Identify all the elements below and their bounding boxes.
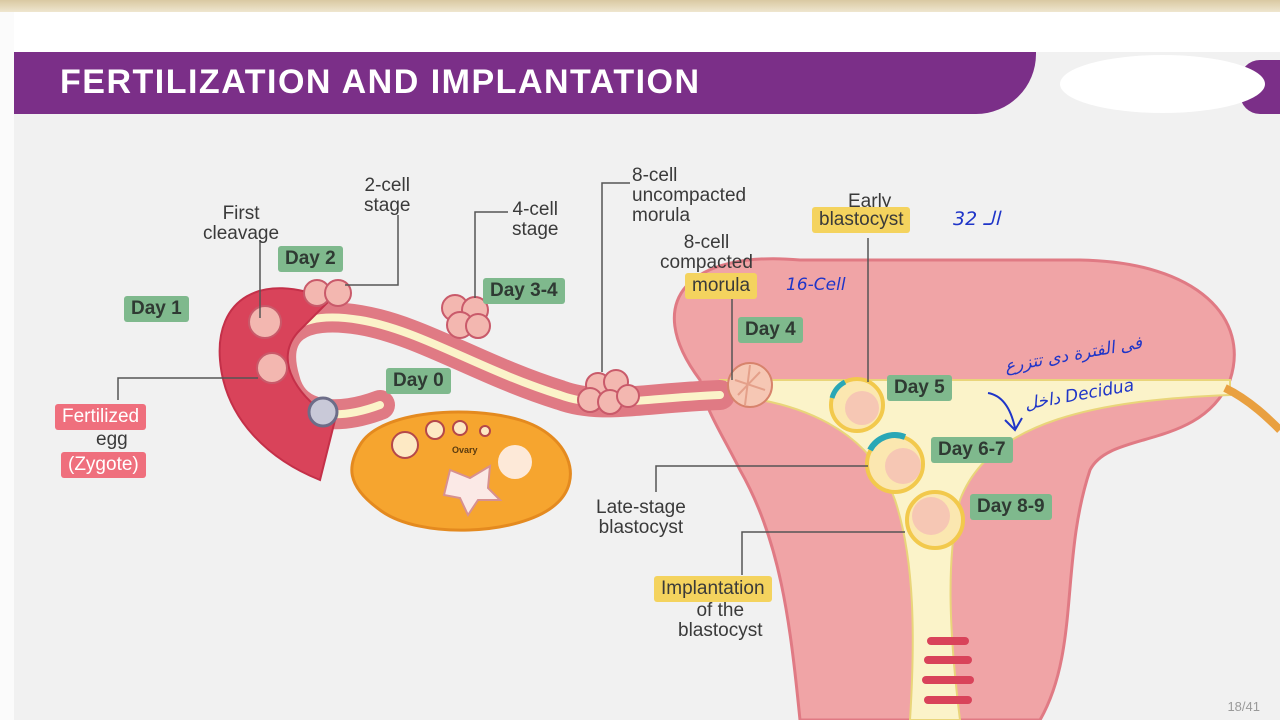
late-blastocyst-inner: [885, 448, 921, 484]
day-3-4-tag: Day 3-4: [483, 278, 565, 304]
two-cell-embryo: [324, 279, 352, 307]
day-6-7-tag: Day 6-7: [931, 437, 1013, 463]
early-blastocyst-inner: [845, 391, 879, 425]
four-cell-embryo: [465, 313, 491, 339]
leader-lines: [117, 182, 905, 575]
day-0-tag: Day 0: [386, 368, 451, 394]
left-margin: [0, 12, 14, 720]
cervix-ring: [927, 637, 969, 645]
follicle: [425, 420, 445, 440]
zygote: [307, 396, 339, 428]
uncompacted-morula: [616, 384, 640, 408]
early-label: Early: [848, 191, 892, 212]
implanting-blastocyst-inner: [912, 497, 950, 535]
handwritten-arrow: [987, 392, 1023, 432]
eight-cell-uncompacted-label: 8-cell uncompacted morula: [632, 165, 747, 226]
implantation-tag: Implantation: [654, 576, 772, 602]
slide-title: FERTILIZATION AND IMPLANTATION: [60, 63, 701, 101]
morula-tag: morula: [685, 273, 758, 299]
day-5-tag: Day 5: [887, 375, 952, 401]
top-strip: [0, 0, 1280, 12]
egg-label: egg: [96, 429, 128, 450]
first-cleavage-label: First cleavage: [203, 203, 280, 244]
fertilized-egg-cell: [256, 352, 288, 384]
late-stage-label: Late-stage blastocyst: [596, 497, 686, 538]
white-blob: [1060, 55, 1265, 113]
late-blastocyst-mass: [867, 432, 907, 452]
day-8-9-tag: Day 8-9: [970, 494, 1052, 520]
zygote-tag: (Zygote): [61, 452, 146, 478]
day-4-tag: Day 4: [738, 317, 803, 343]
eight-cell-compacted-label: 8-cell compacted: [660, 232, 753, 273]
two-cell-label: 2-cell stage: [364, 175, 411, 216]
of-the-blastocyst-label: of the blastocyst: [678, 600, 763, 641]
follicle: [479, 425, 491, 437]
cervix-ring: [924, 696, 972, 704]
first-cleavage-cell: [248, 305, 282, 339]
compacted-morula-lines: [734, 364, 766, 406]
fertilized-tag: Fertilized: [55, 404, 147, 430]
ampulla: [218, 287, 337, 482]
day-2-tag: Day 2: [278, 246, 343, 272]
early-blastocyst-mass: [829, 379, 847, 399]
handwritten-32-cells: 32 الـ: [953, 208, 1000, 230]
corpus-luteum: [442, 464, 503, 518]
day-1-tag: Day 1: [124, 296, 189, 322]
handwritten-16-cell: 16-Cell: [786, 275, 846, 295]
page-number: 18/41: [1227, 699, 1260, 714]
cervix-ring: [924, 656, 972, 664]
follicle: [452, 420, 468, 436]
right-tube: [1223, 384, 1280, 433]
corpus-albicans: [498, 445, 532, 479]
cervix-ring: [922, 676, 974, 684]
blastocyst-tag: blastocyst: [812, 207, 911, 233]
four-cell-label: 4-cell stage: [512, 199, 559, 240]
ovary-label: Ovary: [452, 445, 478, 455]
follicle: [391, 431, 419, 459]
title-banner: [14, 52, 1036, 114]
